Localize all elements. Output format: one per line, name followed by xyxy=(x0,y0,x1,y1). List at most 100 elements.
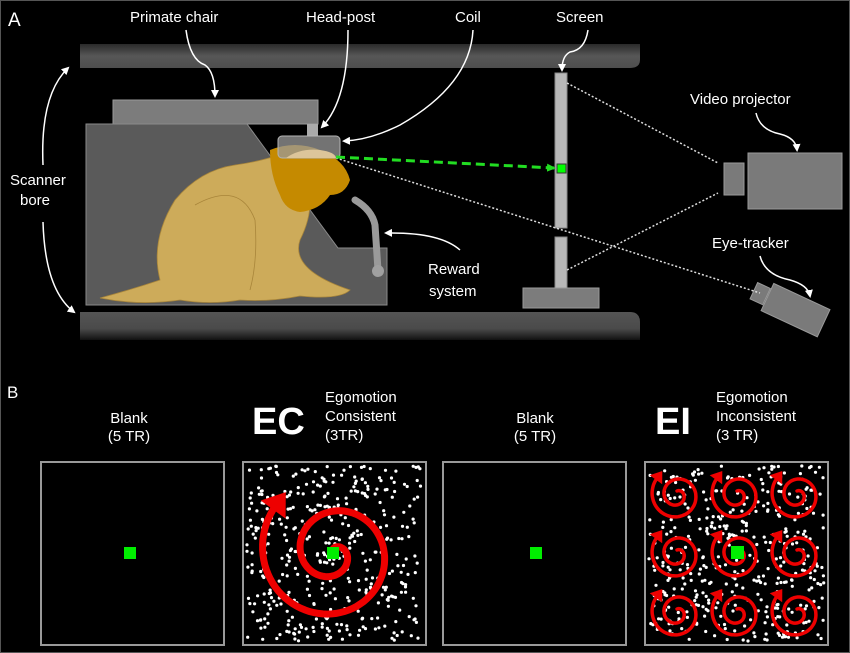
stimulus-dot xyxy=(401,563,406,568)
stimulus-dot xyxy=(362,464,366,469)
ei-spiral-path-arrowhead xyxy=(769,471,783,485)
stimulus-dot xyxy=(697,548,701,552)
stimulus-dot xyxy=(320,625,324,629)
stimulus-dot xyxy=(404,583,408,587)
stimulus-dot xyxy=(707,601,711,605)
stimulus-dot xyxy=(777,633,782,638)
stimulus-dot xyxy=(655,556,659,560)
stimulus-dot xyxy=(287,493,291,497)
stimulus-dot xyxy=(299,625,304,630)
stimulus-dot xyxy=(677,617,681,621)
stimulus-dot xyxy=(286,623,290,627)
stimulus-dot xyxy=(773,606,777,610)
stimulus-dot xyxy=(382,513,387,517)
stimulus-dot xyxy=(741,638,745,642)
stimulus-dot xyxy=(685,610,689,614)
stimulus-dot xyxy=(813,470,818,474)
stimulus-dot xyxy=(651,623,655,627)
stimulus-dot xyxy=(763,637,767,641)
stimulus-dot xyxy=(403,585,408,589)
stimulus-dot xyxy=(817,465,822,469)
ei-spiral-path xyxy=(710,477,758,519)
stimulus-dot xyxy=(716,601,720,605)
stimulus-dot xyxy=(325,465,329,469)
stimulus-dot xyxy=(246,565,250,569)
stimulus-dot xyxy=(764,632,768,636)
stimulus-dot xyxy=(803,607,807,611)
stimulus-dot xyxy=(748,473,752,477)
stimulus-dot xyxy=(296,572,300,577)
stimulus-dot xyxy=(384,524,389,528)
stimulus-dot xyxy=(296,491,300,495)
stimulus-dot xyxy=(666,554,670,558)
stimulus-dot xyxy=(365,495,369,499)
stimulus-dot xyxy=(415,478,419,483)
stimulus-dot xyxy=(400,630,404,634)
stimulus-dot xyxy=(247,507,251,511)
stimulus-dot xyxy=(279,522,283,526)
stimulus-dot xyxy=(379,479,383,483)
stimulus-dot xyxy=(310,509,314,513)
stimulus-dot xyxy=(357,588,361,592)
stimulus-dot xyxy=(348,465,352,469)
stimulus-dot xyxy=(746,639,750,643)
stimulus-dot xyxy=(291,474,295,478)
ec-title-line2: Consistent xyxy=(325,408,397,425)
stimulus-dot xyxy=(396,564,400,568)
stimulus-dot xyxy=(749,618,753,622)
stimulus-dot xyxy=(384,585,388,589)
stimulus-dot xyxy=(765,615,770,619)
stimulus-dot xyxy=(268,588,272,592)
stimulus-dot xyxy=(280,556,284,560)
stimulus-dot xyxy=(293,526,297,530)
stimulus-dot xyxy=(796,495,800,499)
stimulus-dot xyxy=(376,601,380,605)
stimulus-dot xyxy=(364,577,368,581)
stimulus-dot xyxy=(727,532,731,536)
stimulus-dot xyxy=(725,637,729,642)
stimulus-dot xyxy=(336,503,340,507)
stimulus-dot xyxy=(311,480,316,484)
stimulus-dot xyxy=(807,588,811,592)
stimulus-dot xyxy=(275,603,279,607)
arrow-coil xyxy=(342,29,474,145)
stimulus-dot xyxy=(661,520,666,524)
stimulus-dot xyxy=(404,590,408,594)
stimulus-dot xyxy=(260,492,264,497)
stimulus-dot xyxy=(346,523,351,528)
stimulus-dot xyxy=(303,469,307,473)
stimulus-dot xyxy=(704,565,708,570)
stimulus-dot xyxy=(263,617,267,621)
stimulus-dot xyxy=(766,501,770,505)
stimulus-dot xyxy=(345,624,349,628)
stimulus-dot xyxy=(666,493,670,497)
stimulus-dot xyxy=(411,596,415,600)
stimulus-dot xyxy=(800,568,805,572)
stimulus-dot xyxy=(752,578,756,582)
stimulus-dot xyxy=(261,637,265,641)
stimulus-dot xyxy=(685,615,690,620)
scanner-bore-top xyxy=(80,44,640,68)
stimulus-dot xyxy=(700,579,704,583)
stimulus-dot xyxy=(710,521,714,525)
stimulus-dot xyxy=(293,549,297,554)
stimulus-dot xyxy=(337,629,341,633)
ei-spiral-path xyxy=(650,477,698,519)
stimulus-dot xyxy=(669,530,673,534)
stimulus-dot xyxy=(298,623,302,627)
stimulus-dot xyxy=(657,617,661,621)
stimulus-dot xyxy=(268,607,272,611)
arrow-screen xyxy=(558,29,589,72)
stimulus-dot xyxy=(783,635,788,639)
stimulus-dot xyxy=(787,492,792,496)
stimulus-dot xyxy=(713,526,717,530)
stimulus-dot xyxy=(821,574,826,578)
stimulus-dot xyxy=(274,464,278,469)
stimulus-dot xyxy=(697,517,701,522)
stimulus-dot xyxy=(673,526,677,530)
stimulus-dot xyxy=(296,486,300,490)
stimulus-dot xyxy=(322,551,326,555)
arrow-eye-tracker xyxy=(759,255,813,298)
stimulus-dot xyxy=(701,591,705,595)
stimulus-dot xyxy=(745,496,749,500)
